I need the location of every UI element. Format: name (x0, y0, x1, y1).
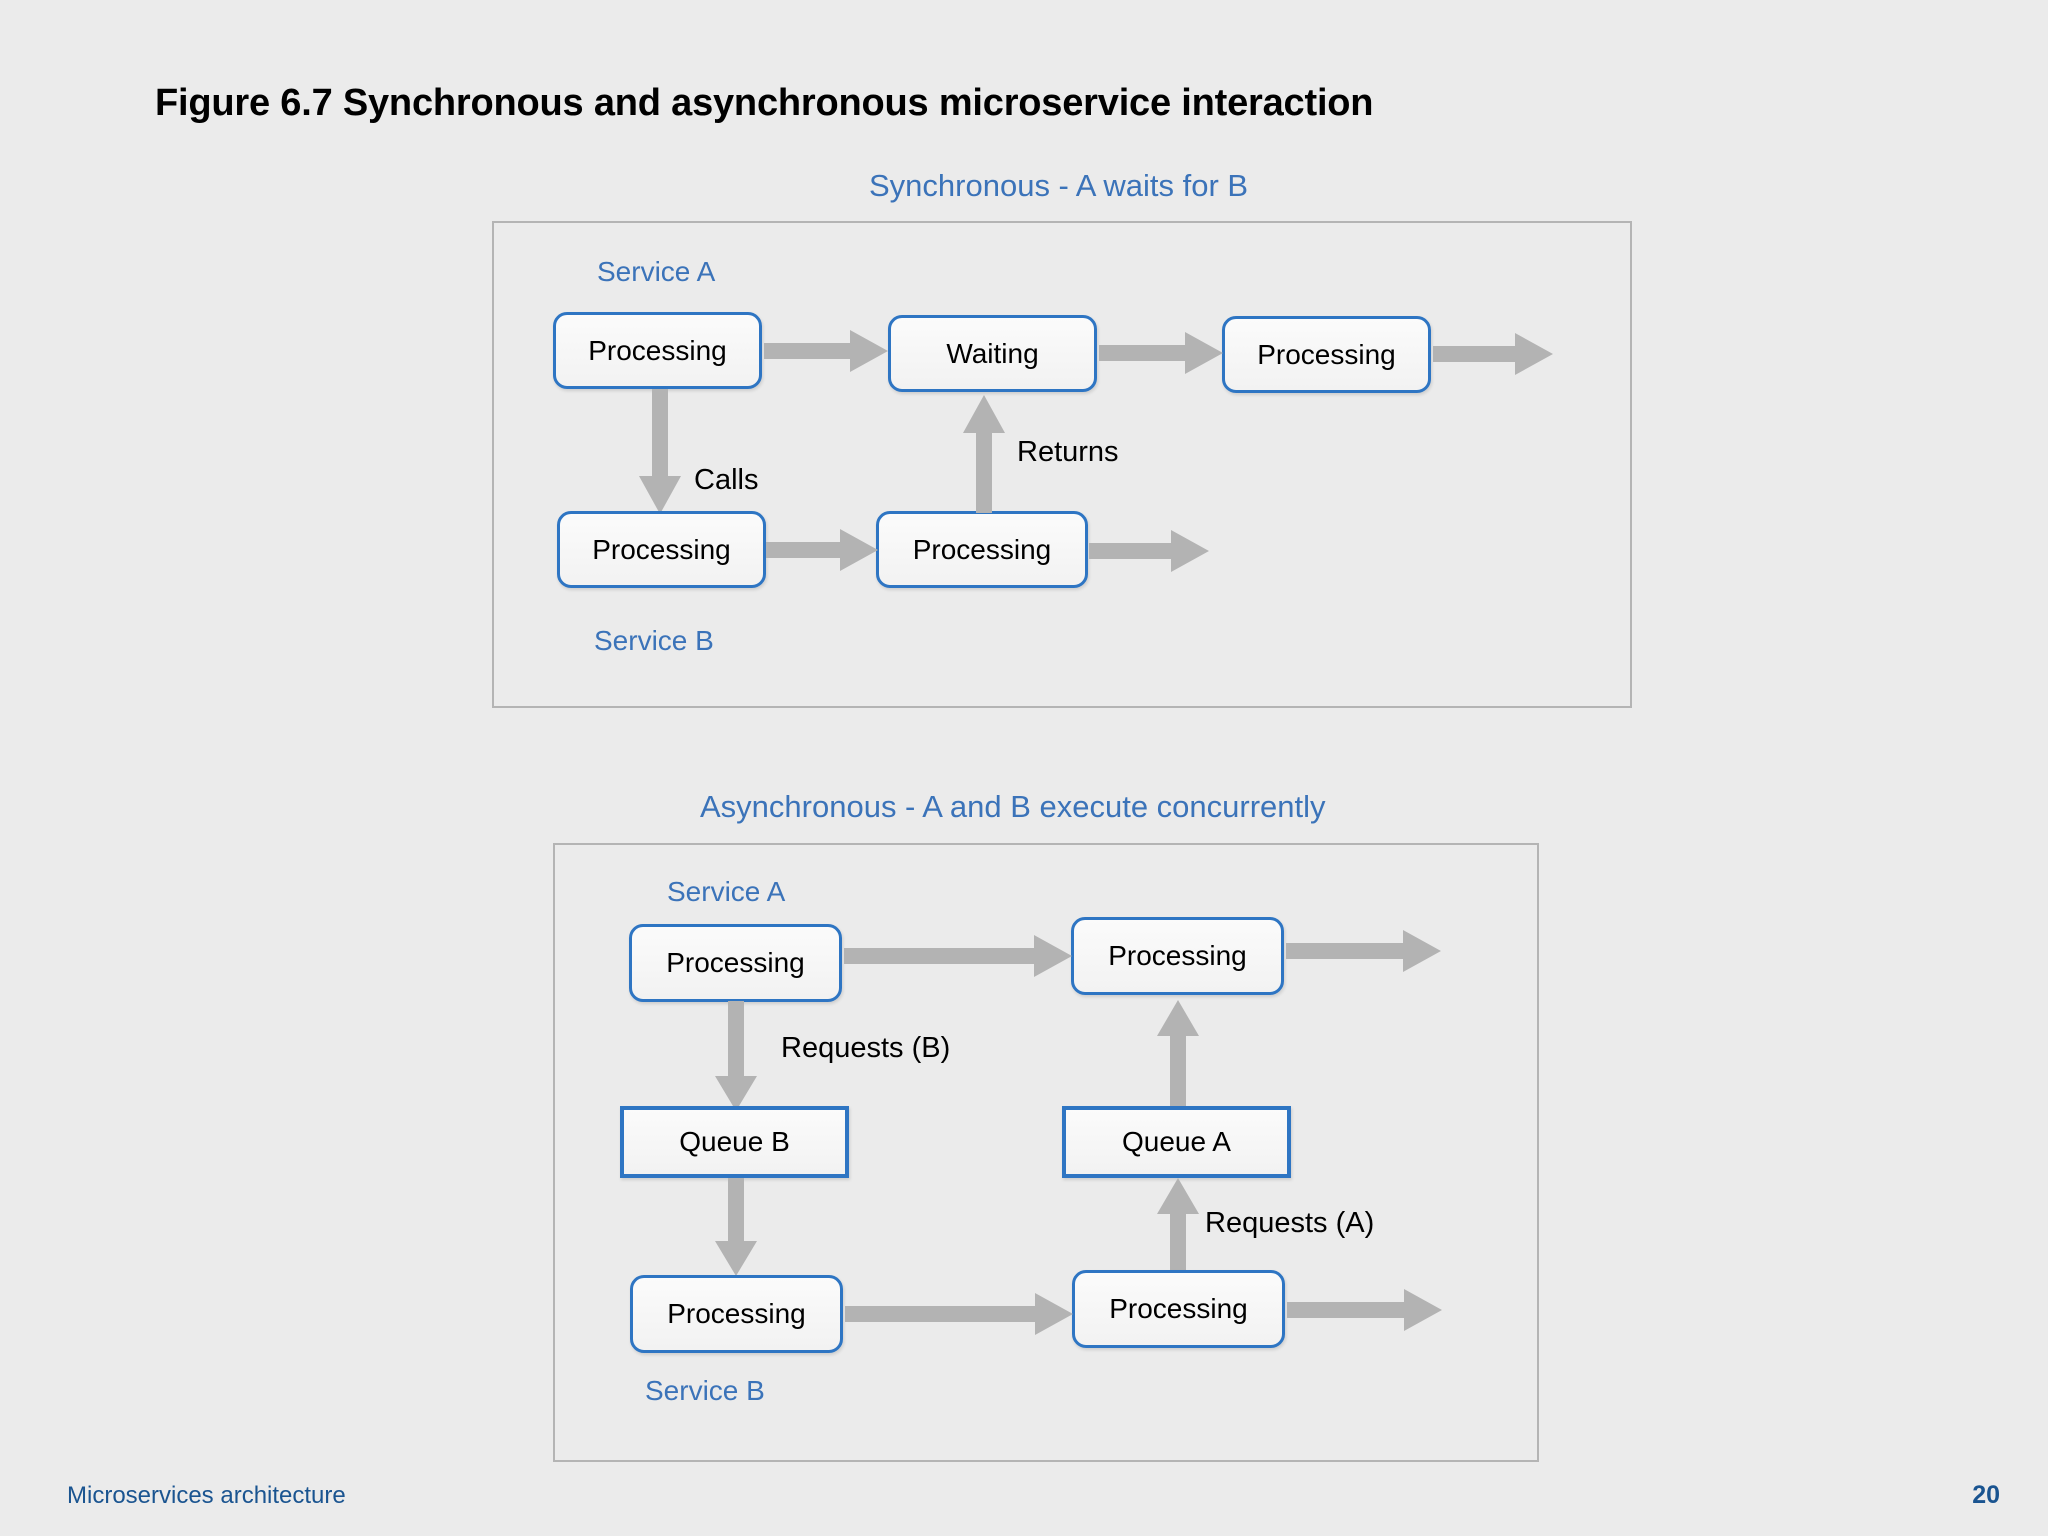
async-edge-label-requests-a: Requests (A) (1205, 1207, 1375, 1239)
sync-arrow-waiting-to-processing2 (1099, 332, 1223, 374)
async-arrow-a-processing2-out (1286, 930, 1441, 972)
sync-node-service-a-waiting[interactable]: Waiting (888, 315, 1097, 392)
footer-label: Microservices architecture (67, 1482, 346, 1509)
asynchronous-section-caption: Asynchronous - A and B execute concurren… (700, 789, 1326, 824)
async-arrow-b-processing2-out (1287, 1289, 1442, 1331)
sync-node-service-a-processing-2[interactable]: Processing (1222, 316, 1431, 393)
synchronous-diagram-frame (492, 221, 1632, 708)
async-node-service-a-processing-1[interactable]: Processing (629, 924, 842, 1002)
synchronous-section-caption: Synchronous - A waits for B (869, 168, 1249, 203)
async-edge-label-requests-b: Requests (B) (781, 1032, 951, 1064)
async-node-queue-b[interactable]: Queue B (620, 1106, 849, 1178)
sync-arrow-b-processing2-out (1089, 530, 1209, 572)
sync-service-a-label: Service A (597, 256, 716, 287)
sync-arrow-processing2-out (1433, 333, 1553, 375)
page-number: 20 (1972, 1481, 2000, 1509)
sync-edge-label-calls: Calls (694, 464, 759, 496)
async-node-service-a-processing-2[interactable]: Processing (1071, 917, 1284, 995)
async-arrow-queue-a-to-a-processing2 (1157, 1000, 1199, 1106)
async-arrow-a-processing1-to-a-processing2 (844, 935, 1072, 977)
async-arrow-requests-a-up (1157, 1178, 1199, 1278)
sync-service-b-label: Service B (594, 625, 714, 656)
async-node-service-b-processing-1[interactable]: Processing (630, 1275, 843, 1353)
sync-arrow-returns-up (963, 395, 1005, 513)
async-service-b-label: Service B (645, 1375, 765, 1406)
async-node-queue-a[interactable]: Queue A (1062, 1106, 1291, 1178)
sync-edge-label-returns: Returns (1017, 436, 1119, 468)
sync-node-service-b-processing-1[interactable]: Processing (557, 511, 766, 588)
async-node-service-b-processing-2[interactable]: Processing (1072, 1270, 1285, 1348)
sync-arrow-b-processing1-to-b-processing2 (766, 529, 878, 571)
sync-arrow-processing1-to-waiting (764, 330, 888, 372)
page-title: Figure 6.7 Synchronous and asynchronous … (155, 82, 1374, 124)
async-arrow-queue-b-to-b-processing1 (715, 1178, 757, 1276)
sync-arrow-calls-down (639, 389, 681, 514)
async-service-a-label: Service A (667, 876, 786, 907)
sync-node-service-a-processing-1[interactable]: Processing (553, 312, 762, 389)
sync-node-service-b-processing-2[interactable]: Processing (876, 511, 1088, 588)
async-arrow-requests-b-down (715, 1001, 757, 1111)
async-arrow-b-processing1-to-b-processing2 (845, 1293, 1073, 1335)
